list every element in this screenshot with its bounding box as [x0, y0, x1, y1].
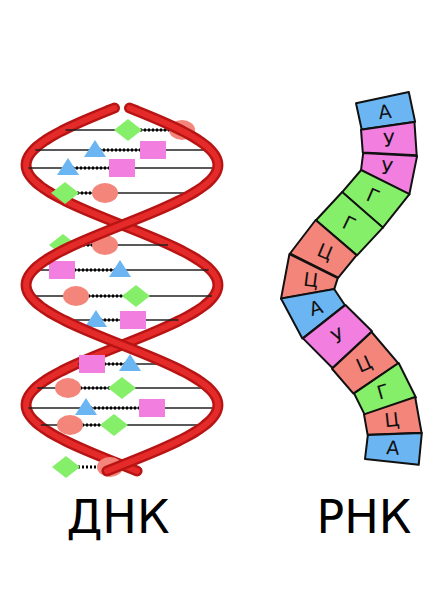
base-shape — [92, 183, 118, 203]
base-pair — [35, 140, 208, 159]
base-shape — [100, 414, 128, 436]
nucleotide-letter: У — [383, 130, 395, 149]
base-shape — [49, 261, 75, 279]
base-shape — [57, 158, 79, 175]
base-shape — [139, 399, 165, 417]
base-pair — [28, 158, 215, 177]
base-pair — [35, 260, 208, 279]
rna-nucleotide: Ц — [364, 397, 422, 435]
molecule-label: РНК — [317, 494, 412, 540]
base-pair — [41, 414, 203, 436]
base-shape — [52, 456, 80, 478]
base-shape — [84, 140, 106, 157]
base-shape — [51, 182, 79, 204]
base-shape — [75, 398, 97, 415]
base-pair — [32, 285, 212, 307]
base-shape — [120, 311, 146, 329]
base-pair — [28, 398, 215, 417]
base-shape — [109, 260, 131, 277]
base-shape — [85, 310, 107, 327]
base-shape — [140, 141, 166, 159]
base-shape — [114, 119, 142, 141]
base-shape — [122, 285, 150, 307]
rna-nucleotide: А — [365, 433, 422, 465]
base-shape — [108, 377, 136, 399]
nucleotide-letter: А — [386, 438, 400, 458]
dna-strand — [26, 108, 218, 471]
rna-nucleotide: У — [361, 122, 417, 155]
dna-strand — [26, 108, 218, 471]
base-shape — [55, 378, 81, 398]
base-shape — [79, 355, 105, 373]
base-shape — [109, 159, 135, 177]
base-shape — [63, 286, 89, 306]
nucleotide-letter: А — [377, 102, 392, 122]
base-pair — [37, 377, 206, 399]
base-shape — [57, 415, 83, 435]
nucleotide-letter: Ц — [384, 410, 401, 430]
nucleotide-letter: Ц — [302, 270, 319, 291]
molecule-label: ДНК — [66, 494, 169, 540]
